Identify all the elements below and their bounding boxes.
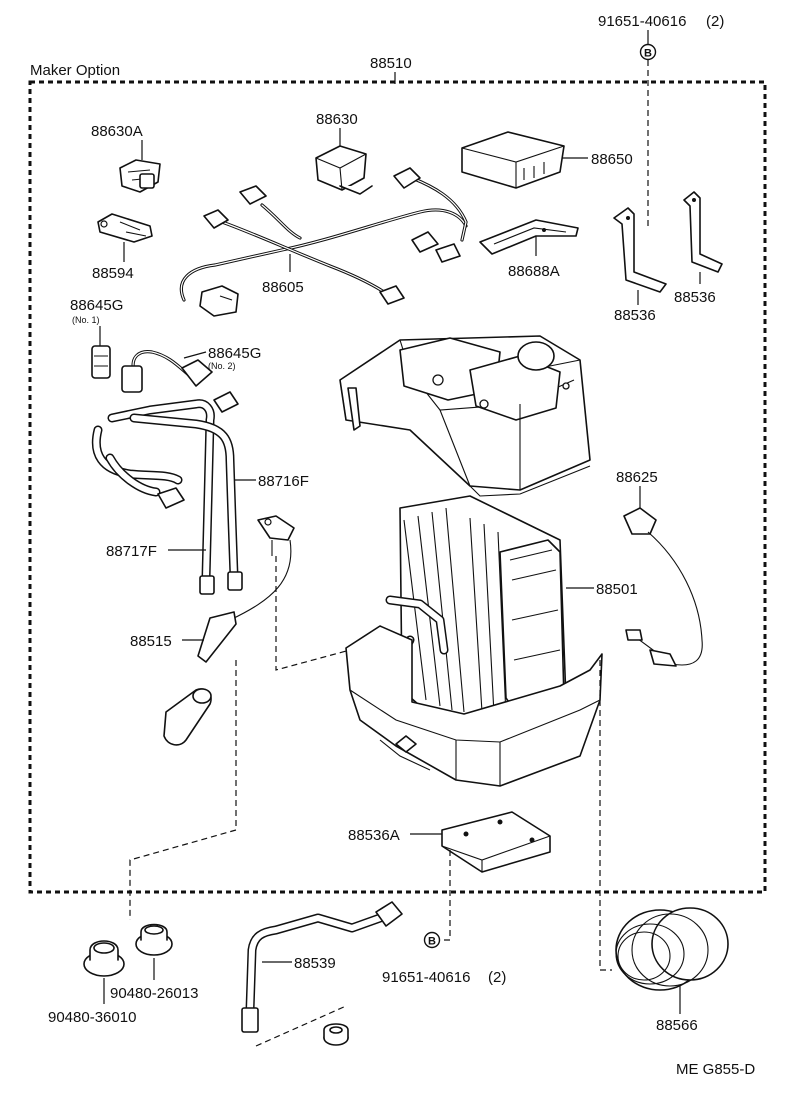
label-88515: 88515 xyxy=(130,633,172,650)
label-88536-right: 88536 xyxy=(674,289,716,306)
maker-option-label: Maker Option xyxy=(30,62,120,79)
label-88716f: 88716F xyxy=(258,473,309,490)
assembly-number-label: 88510 xyxy=(370,55,412,72)
label-88605: 88605 xyxy=(262,279,304,296)
switch-88630a-icon xyxy=(119,159,161,193)
ref-marker-bottom-icon: B xyxy=(423,931,441,949)
label-90480-26013: 90480-26013 xyxy=(110,985,198,1002)
label-90480-36010: 90480-36010 xyxy=(48,1009,136,1026)
bolt-bottom-label: 91651-40616 xyxy=(382,969,470,986)
label-88645g-no1: 88645G xyxy=(70,297,123,314)
relay-88630-icon xyxy=(315,145,373,195)
bracket-88536-right-icon xyxy=(683,191,723,273)
label-88688a: 88688A xyxy=(508,263,560,280)
label-88650: 88650 xyxy=(591,151,633,168)
label-88536-left: 88536 xyxy=(614,307,656,324)
diagram-code: ME G855-D xyxy=(676,1061,755,1078)
label-88630: 88630 xyxy=(316,111,358,128)
switch-88645g-no2-icon xyxy=(121,350,213,393)
grommet-90480-26013-icon xyxy=(135,923,173,956)
label-88625: 88625 xyxy=(616,469,658,486)
lower-case-icon xyxy=(345,625,603,787)
plug-icon xyxy=(323,1023,349,1046)
wire-harness-88605-icon xyxy=(179,167,468,317)
bolt-bottom-qty: (2) xyxy=(488,969,506,986)
label-88539: 88539 xyxy=(294,955,336,972)
thermistor-88515-icon xyxy=(197,515,295,663)
label-88630a: 88630A xyxy=(91,123,143,140)
bracket-88688a-icon xyxy=(479,219,579,255)
control-box-88650-icon xyxy=(461,131,565,189)
svg-text:B: B xyxy=(428,936,436,948)
bolt-top-label: 91651-40616 xyxy=(598,13,686,30)
sensor-88594-icon xyxy=(97,213,153,243)
tube-88716f-icon xyxy=(91,391,243,595)
svg-text:B: B xyxy=(644,48,652,60)
bolt-top-qty: (2) xyxy=(706,13,724,30)
label-88645g-no2-note: (No. 2) xyxy=(208,361,236,371)
sleeve-icon xyxy=(163,688,212,746)
label-88645g-no1-note: (No. 1) xyxy=(72,315,100,325)
sensor-88625-icon xyxy=(623,507,703,667)
upper-case-icon xyxy=(339,335,591,497)
grommet-88566-icon xyxy=(615,907,729,991)
label-88717f: 88717F xyxy=(106,543,157,560)
bracket-88536-left-icon xyxy=(613,207,667,293)
switch-88645g-no1-icon xyxy=(91,345,111,379)
assembly-frame xyxy=(28,72,767,894)
grommet-90480-36010-icon xyxy=(83,940,125,977)
evaporator-core-88501-icon xyxy=(385,495,567,721)
label-88594: 88594 xyxy=(92,265,134,282)
pipe-88539-icon xyxy=(241,901,403,1033)
label-88645g-no2: 88645G xyxy=(208,345,261,362)
ref-marker-top-icon: B xyxy=(639,43,657,61)
bracket-88536a-icon xyxy=(441,811,551,873)
label-88501: 88501 xyxy=(596,581,638,598)
label-88536a: 88536A xyxy=(348,827,400,844)
label-88566: 88566 xyxy=(656,1017,698,1034)
